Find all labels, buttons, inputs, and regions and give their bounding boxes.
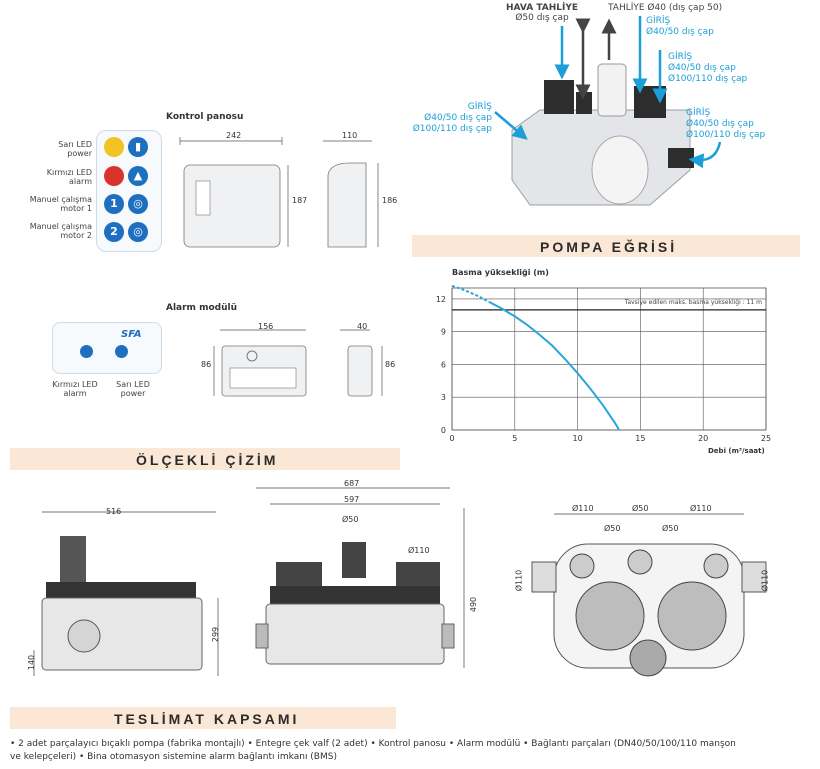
callout-discharge: TAHLİYE Ø40 (dış çap 50) xyxy=(608,3,723,13)
pump-curve-dashed-segment xyxy=(451,284,491,304)
x-tick-label: 15 xyxy=(635,434,645,443)
dim-top-side-left: Ø110 xyxy=(514,569,524,592)
pump-curve-header: POMPA EĞRİSİ xyxy=(412,235,800,257)
y-tick-label: 9 xyxy=(441,328,446,337)
dim-top-sub-right: Ø50 xyxy=(662,524,679,533)
alarm-warning-icon-small xyxy=(80,345,93,358)
dim-front-body: 597 xyxy=(344,495,360,504)
alarm-module-drawing xyxy=(213,329,383,397)
x-tick-label: 25 xyxy=(761,434,771,443)
dim-front-top-port: Ø50 xyxy=(342,515,359,524)
dim-side-height: 299 xyxy=(211,626,221,643)
power-icon-button: ▮ xyxy=(128,137,148,157)
manual-motor1-button[interactable]: 1 xyxy=(104,194,124,214)
dim-alarm-side-height: 86 xyxy=(385,360,396,369)
red-led xyxy=(104,166,124,186)
y-tick-label: 3 xyxy=(441,393,446,402)
motor2-pump-icon: ◎ xyxy=(128,222,148,242)
dim-top-port-left: Ø110 xyxy=(572,504,594,513)
dim-top-side-right: Ø110 xyxy=(760,569,770,592)
alarm-module-title: Alarm modülü xyxy=(166,303,237,313)
pump-curve-chart: 0 5 10 15 20 25 0 3 6 9 12 Tavsiye edilen maks. bas… xyxy=(436,284,771,443)
alarm-warning-icon: ▲ xyxy=(128,166,148,186)
scale-drawing-header: ÖLÇEKLİ ÇİZİM xyxy=(10,448,400,470)
yellow-led xyxy=(104,137,124,157)
manual-motor2-button[interactable]: 2 xyxy=(104,222,124,242)
scale-drawings xyxy=(33,487,767,677)
delivery-header: TESLİMAT KAPSAMI xyxy=(10,707,396,729)
y-tick-label: 0 xyxy=(441,426,446,435)
dim-alarm-front-width: 156 xyxy=(258,322,274,331)
pump-unit-illustration xyxy=(511,63,694,206)
control-panel-drawing xyxy=(179,137,379,248)
chart-x-label: Debi (m³/saat) xyxy=(708,447,765,455)
y-tick-label: 6 xyxy=(441,360,446,369)
control-panel-title: Kontrol panosu xyxy=(166,112,244,122)
dim-top-port-right: Ø110 xyxy=(690,504,712,513)
dim-front-height: 187 xyxy=(292,196,308,205)
dim-side-low: 140 xyxy=(27,654,37,671)
dim-front-width: 242 xyxy=(226,131,242,140)
dim-side-height: 186 xyxy=(382,196,398,205)
chart-y-label: Basma yüksekliği (m) xyxy=(452,268,549,277)
sfa-logo: SFA xyxy=(121,329,142,340)
dim-top-port-mid: Ø50 xyxy=(632,504,649,513)
x-tick-label: 20 xyxy=(698,434,708,443)
y-tick-label: 12 xyxy=(436,295,446,304)
dim-front-overall: 687 xyxy=(344,479,360,488)
alarm-module-face: SFA xyxy=(52,322,162,374)
dim-top-sub-left: Ø50 xyxy=(604,524,621,533)
x-tick-label: 10 xyxy=(573,434,583,443)
dim-side-width: 110 xyxy=(342,131,358,140)
x-tick-label: 5 xyxy=(512,434,517,443)
x-tick-label: 0 xyxy=(449,434,454,443)
dim-alarm-side-width: 40 xyxy=(357,322,368,331)
dim-side-width: 516 xyxy=(106,507,122,516)
recommended-max-head-annotation: Tavsiye edilen maks. basma yüksekliği : … xyxy=(624,299,762,306)
dim-front-right-port: Ø110 xyxy=(408,546,430,555)
pump-curve-line xyxy=(489,301,620,431)
power-icon-small xyxy=(115,345,128,358)
dim-front-height: 490 xyxy=(469,596,479,613)
dim-alarm-front-height: 86 xyxy=(201,360,212,369)
motor1-pump-icon: ◎ xyxy=(128,194,148,214)
callout-arrows xyxy=(494,16,722,169)
callout-vent: HAVA TAHLİYE Ø50 dış çap xyxy=(506,3,579,23)
delivery-scope-text: • 2 adet parçalayıcı bıçaklı pompa (fabr… xyxy=(10,739,736,762)
